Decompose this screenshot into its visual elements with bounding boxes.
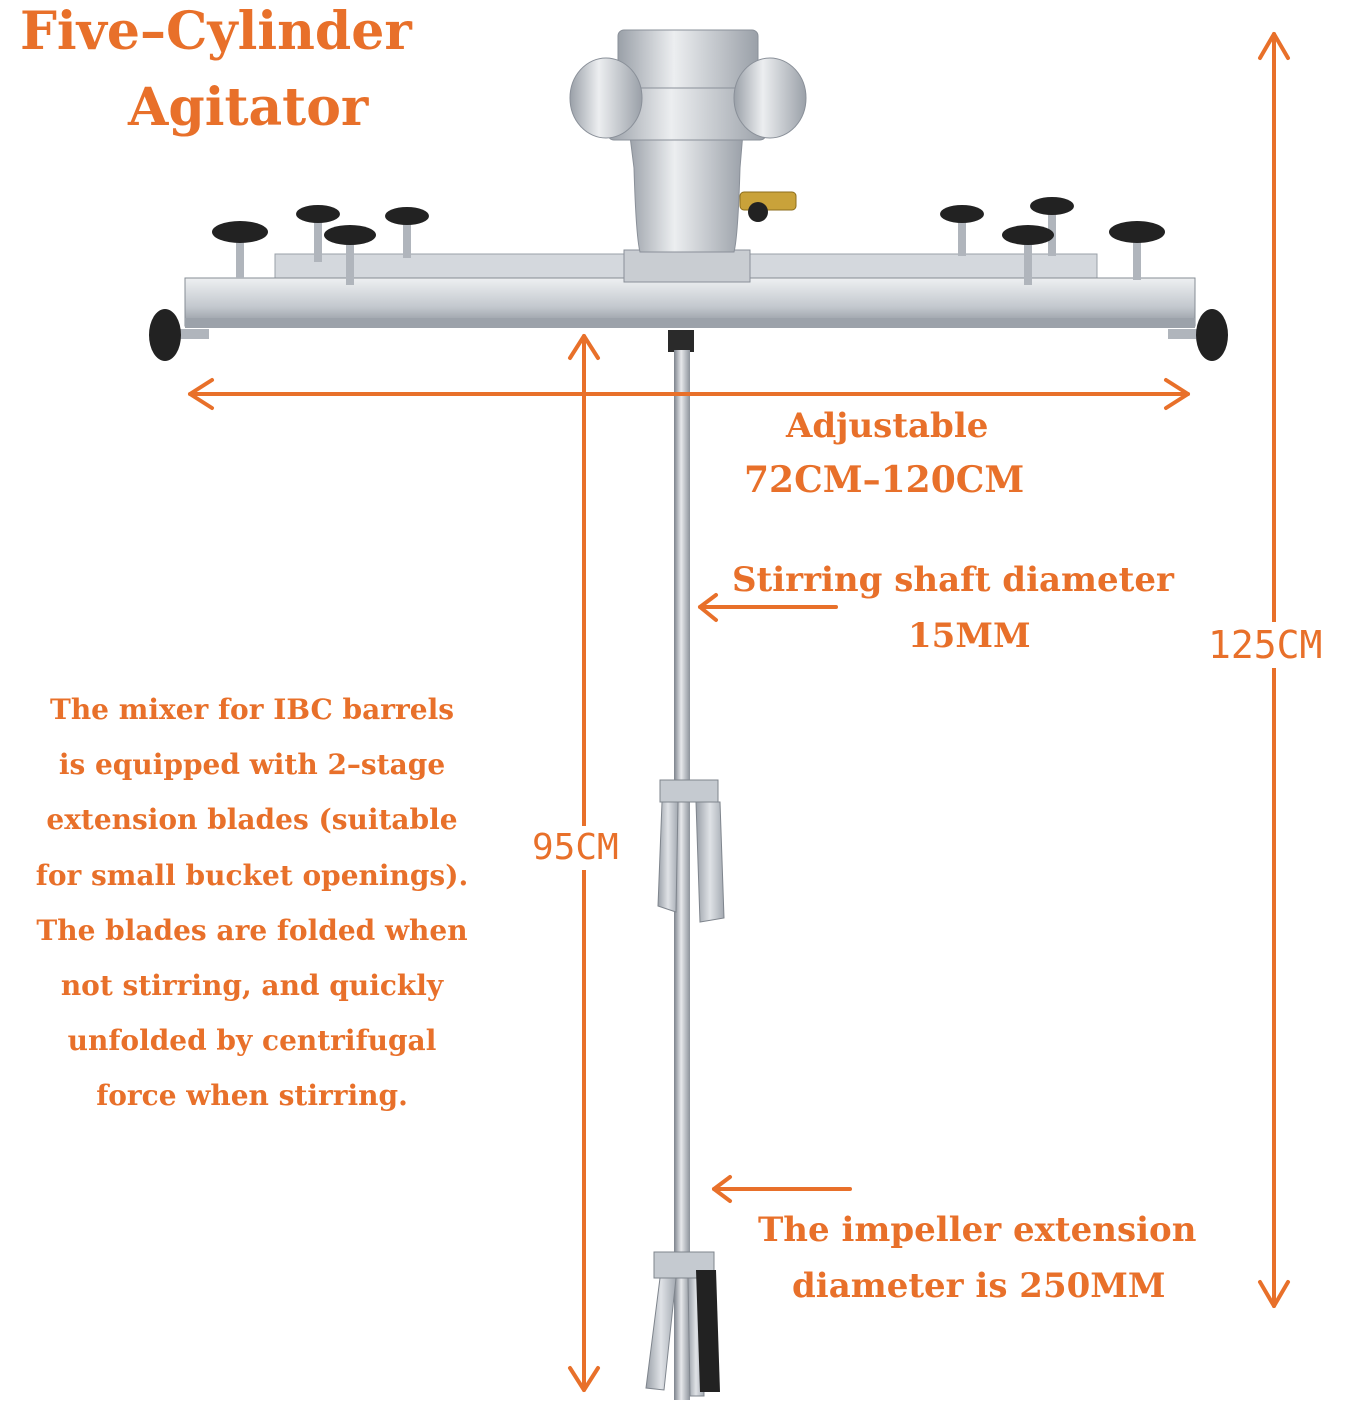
description-text: The mixer for IBC barrels is equipped wi…	[0, 682, 504, 1124]
total-height-label: 125CM	[1204, 622, 1327, 668]
title-line-2: Agitator	[128, 77, 369, 138]
title-line-1: Five–Cylinder	[20, 1, 412, 62]
description-line: force when stirring.	[96, 1079, 408, 1113]
impeller-value: diameter is 250MM	[792, 1266, 1166, 1306]
stirring-shaft	[668, 330, 694, 1400]
clamp-knobs	[149, 197, 1228, 361]
description-line: unfolded by centrifugal	[67, 1024, 437, 1058]
upper-blades	[657, 779, 725, 923]
description-line: extension blades (suitable	[46, 803, 458, 837]
description-line: not stirring, and quickly	[60, 969, 444, 1003]
shaft-diameter-value: 15MM	[908, 616, 1031, 656]
shaft-diameter-label: Stirring shaft diameter	[732, 560, 1174, 600]
description-line: is equipped with 2–stage	[58, 748, 446, 782]
impeller-label: The impeller extension	[758, 1210, 1197, 1250]
description-line: The blades are folded when	[36, 913, 468, 947]
description-line: for small bucket openings).	[35, 858, 469, 892]
description-line: The mixer for IBC barrels	[49, 693, 454, 726]
mounting-bar	[184, 249, 1196, 328]
adjustable-range: 72CM–120CM	[744, 459, 1025, 501]
air-motor	[569, 29, 807, 253]
shaft-length-label: 95CM	[528, 826, 623, 870]
lower-impeller	[645, 1251, 720, 1397]
adjustable-label: Adjustable	[786, 406, 989, 446]
